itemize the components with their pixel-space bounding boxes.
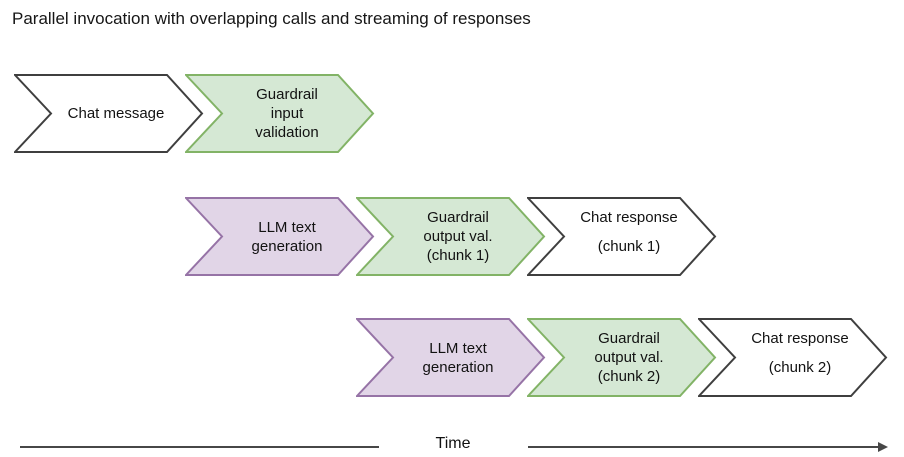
chevron-arrow-shape xyxy=(527,197,717,276)
chevron-guardrail-output-val-chunk-2: Guardrail output val. (chunk 2) xyxy=(527,318,717,397)
time-axis-line-right xyxy=(528,446,878,448)
chevron-arrow-shape xyxy=(14,74,204,153)
chevron-line: (chunk 1) xyxy=(597,237,661,255)
chevron-line: generation xyxy=(422,358,494,376)
chevron-chat-message: Chat message xyxy=(14,74,204,153)
chevron-label: Chat response (chunk 2) xyxy=(698,318,888,397)
chevron-arrow-shape xyxy=(356,318,546,397)
chevron-line: Chat response xyxy=(751,329,849,347)
chevron-line: Guardrail xyxy=(598,330,660,347)
time-axis-arrowhead-icon xyxy=(878,442,888,452)
time-axis-label: Time xyxy=(435,435,471,452)
chevron-line: (chunk 2) xyxy=(768,358,832,376)
chevron-chat-response-chunk-1: Chat response (chunk 1) xyxy=(527,197,717,276)
chevron-llm-text-generation-2: LLM text generation xyxy=(356,318,546,397)
chevron-label: Chat message xyxy=(14,74,204,153)
chevron-label: Chat response (chunk 1) xyxy=(527,197,717,276)
chevron-label: Guardrail input validation xyxy=(185,74,375,153)
chevron-label: Guardrail output val. (chunk 1) xyxy=(356,197,546,276)
chevron-arrow-shape xyxy=(185,74,375,153)
chevron-chat-response-chunk-2: Chat response (chunk 2) xyxy=(698,318,888,397)
chevron-arrow-shape xyxy=(527,318,717,397)
chevron-line: (chunk 1) xyxy=(426,247,490,264)
chevron-arrow-shape xyxy=(698,318,888,397)
chevron-arrow-shape xyxy=(356,197,546,276)
chevron-guardrail-input-validation: Guardrail input validation xyxy=(185,74,375,153)
chevron-label: LLM text generation xyxy=(356,318,546,397)
diagram-title: Parallel invocation with overlapping cal… xyxy=(12,9,531,28)
chevron-line: Guardrail xyxy=(427,209,489,226)
chevron-line: validation xyxy=(255,124,319,141)
time-axis-line-left xyxy=(20,446,379,448)
chevron-line: (chunk 2) xyxy=(597,368,661,385)
chevron-label: LLM text generation xyxy=(185,197,375,276)
chevron-line: LLM text xyxy=(429,339,487,357)
chevron-arrow-shape xyxy=(185,197,375,276)
chevron-line: LLM text xyxy=(258,218,316,236)
chevron-label: Guardrail output val. (chunk 2) xyxy=(527,318,717,397)
chevron-line: input xyxy=(270,105,304,122)
chevron-llm-text-generation-1: LLM text generation xyxy=(185,197,375,276)
chevron-line: Chat response xyxy=(580,208,678,226)
chevron-line: generation xyxy=(251,237,323,255)
chevron-line: Guardrail xyxy=(256,86,318,103)
chevron-line: Chat message xyxy=(67,105,165,122)
chevron-line: output val. xyxy=(594,349,664,366)
chevron-line: output val. xyxy=(423,228,493,245)
chevron-guardrail-output-val-chunk-1: Guardrail output val. (chunk 1) xyxy=(356,197,546,276)
